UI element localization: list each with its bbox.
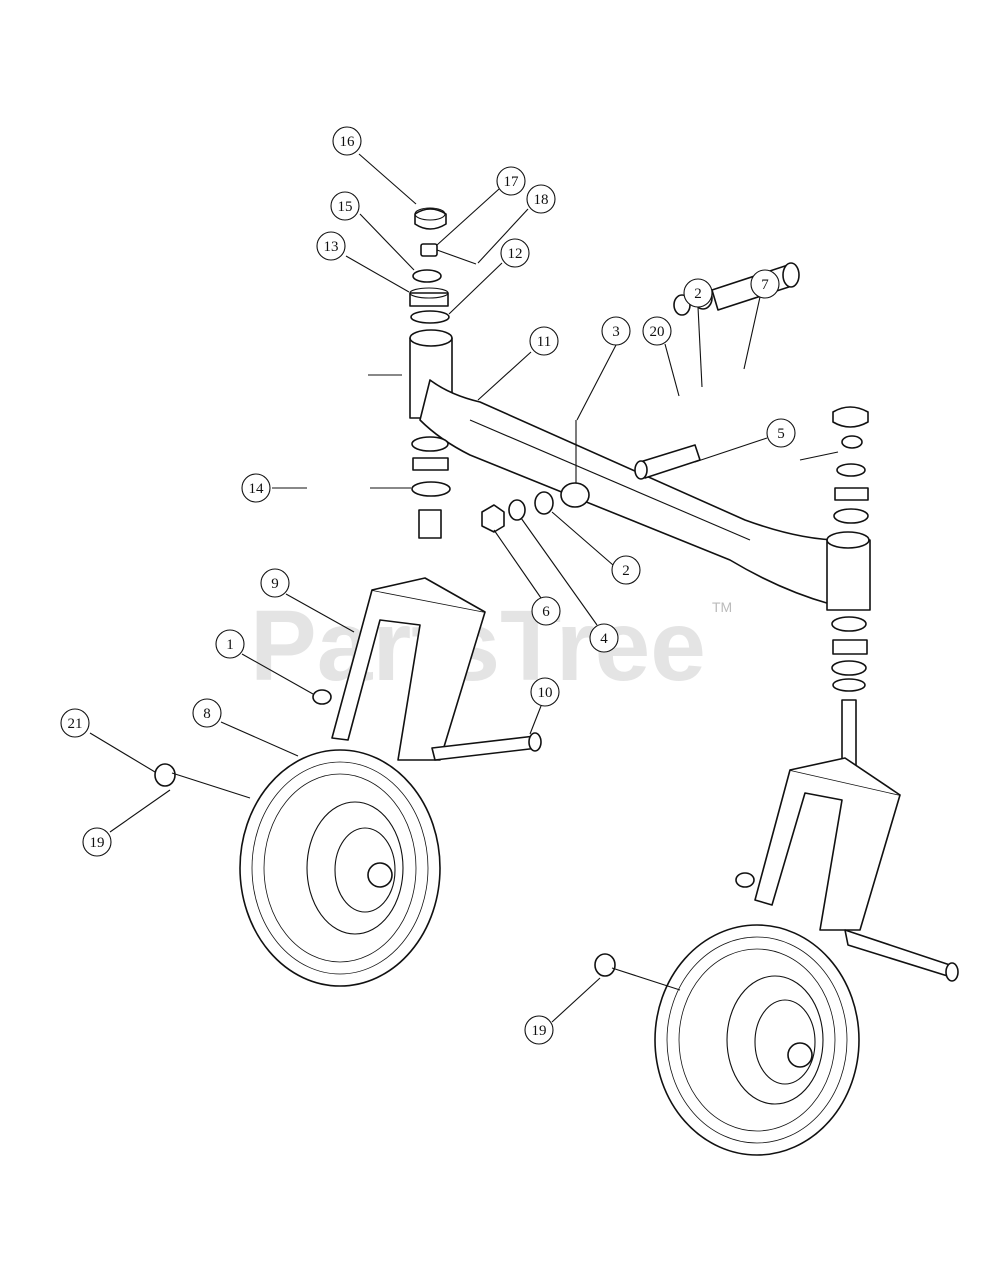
callout-label: 18 [534,192,549,208]
callout-circle [589,623,619,653]
callout-label: 16 [340,134,356,150]
callout-circle [766,418,796,448]
callout-6[interactable]: 6 [531,596,561,626]
callout-5[interactable]: 5 [766,418,796,448]
callout-label: 20 [650,324,665,340]
bolt-part-10 [431,735,539,761]
callout-1[interactable]: 1 [215,629,245,659]
callout-label: 10 [538,685,553,701]
callout-14[interactable]: 14 [241,473,271,503]
callout-circle [529,326,559,356]
front-axle-part-11 [368,329,871,611]
callout-label: 5 [777,426,785,442]
washer-part-2-lower [534,491,554,515]
callout-15[interactable]: 15 [330,191,360,221]
callout-circle [496,166,526,196]
callout-2[interactable]: 2 [683,278,713,308]
callout-20[interactable]: 20 [642,316,672,346]
callout-19[interactable]: 19 [82,827,112,857]
center-hardware [481,491,554,533]
callout-label: 12 [508,246,523,262]
spacer-part-21 [154,763,176,787]
castle-nut-part-17 [420,243,438,257]
callout-circle [750,269,780,299]
callout-label: 13 [324,239,339,255]
leader-lines [89,153,768,1023]
nut-part-1 [312,689,332,705]
callout-circle [215,629,245,659]
callout-label: 9 [271,576,279,592]
callout-3[interactable]: 3 [601,316,631,346]
callout-circle [192,698,222,728]
callout-circle [642,316,672,346]
right-caster-assembly [594,757,959,1156]
callout-2[interactable]: 2 [611,555,641,585]
callout-8[interactable]: 8 [192,698,222,728]
bearing-part-13 [409,292,449,307]
callout-13[interactable]: 13 [316,231,346,261]
callout-11[interactable]: 11 [529,326,559,356]
watermark-text: PartsTree [250,590,706,702]
left-caster-assembly [154,577,542,987]
callout-circle [60,708,90,738]
callout-circle [82,827,112,857]
callout-circle [611,555,641,585]
callout-18[interactable]: 18 [526,184,556,214]
callout-label: 17 [504,174,520,190]
callout-circle [526,184,556,214]
callout-circle [530,677,560,707]
callout-17[interactable]: 17 [496,166,526,196]
callout-circle [332,126,362,156]
washer-part-4 [508,499,526,521]
right-spindle-stack [831,406,869,771]
callout-4[interactable]: 4 [589,623,619,653]
dust-cap-part-16 [414,208,447,230]
callout-label: 14 [249,481,265,497]
callout-circle [316,231,346,261]
callout-21[interactable]: 21 [60,708,90,738]
callout-16[interactable]: 16 [332,126,362,156]
callout-label: 19 [532,1023,547,1039]
left-lower-bearings-part-14 [411,436,451,539]
callout-circle [601,316,631,346]
callout-circle [524,1015,554,1045]
callout-10[interactable]: 10 [530,677,560,707]
callout-circle [260,568,290,598]
callout-19[interactable]: 19 [524,1015,554,1045]
callout-circle [330,191,360,221]
callout-label: 3 [612,324,620,340]
spacer-part-5 [639,444,701,479]
callout-circle [683,278,713,308]
bearing-race-part-12 [410,310,450,324]
callout-label: 8 [203,706,211,722]
callout-12[interactable]: 12 [500,238,530,268]
callout-circle [531,596,561,626]
callout-label: 6 [542,604,550,620]
callout-circle [500,238,530,268]
callout-label: 2 [622,563,630,579]
pivot-bolt-assembly [634,262,800,480]
callout-circle [241,473,271,503]
callout-label: 21 [68,716,83,732]
lock-nut-part-6 [481,504,505,533]
callout-label: 19 [90,835,105,851]
callout-label: 7 [761,277,769,293]
washer-part-15 [412,269,442,283]
watermark-trademark: TM [712,599,732,615]
left-spindle-top-stack [409,207,477,324]
callout-label: 11 [537,334,551,350]
callout-label: 1 [226,637,234,653]
callout-label: 15 [338,199,353,215]
callout-group: 16 17 18 15 13 12 2 7 3 20 11 5 14 2 9 6 4 1 10 8 21 19 19 [60,126,796,1045]
callout-7[interactable]: 7 [750,269,780,299]
wheel-part-8 [239,749,441,987]
callout-9[interactable]: 9 [260,568,290,598]
callout-label: 4 [600,631,608,647]
callout-label: 2 [694,286,702,302]
